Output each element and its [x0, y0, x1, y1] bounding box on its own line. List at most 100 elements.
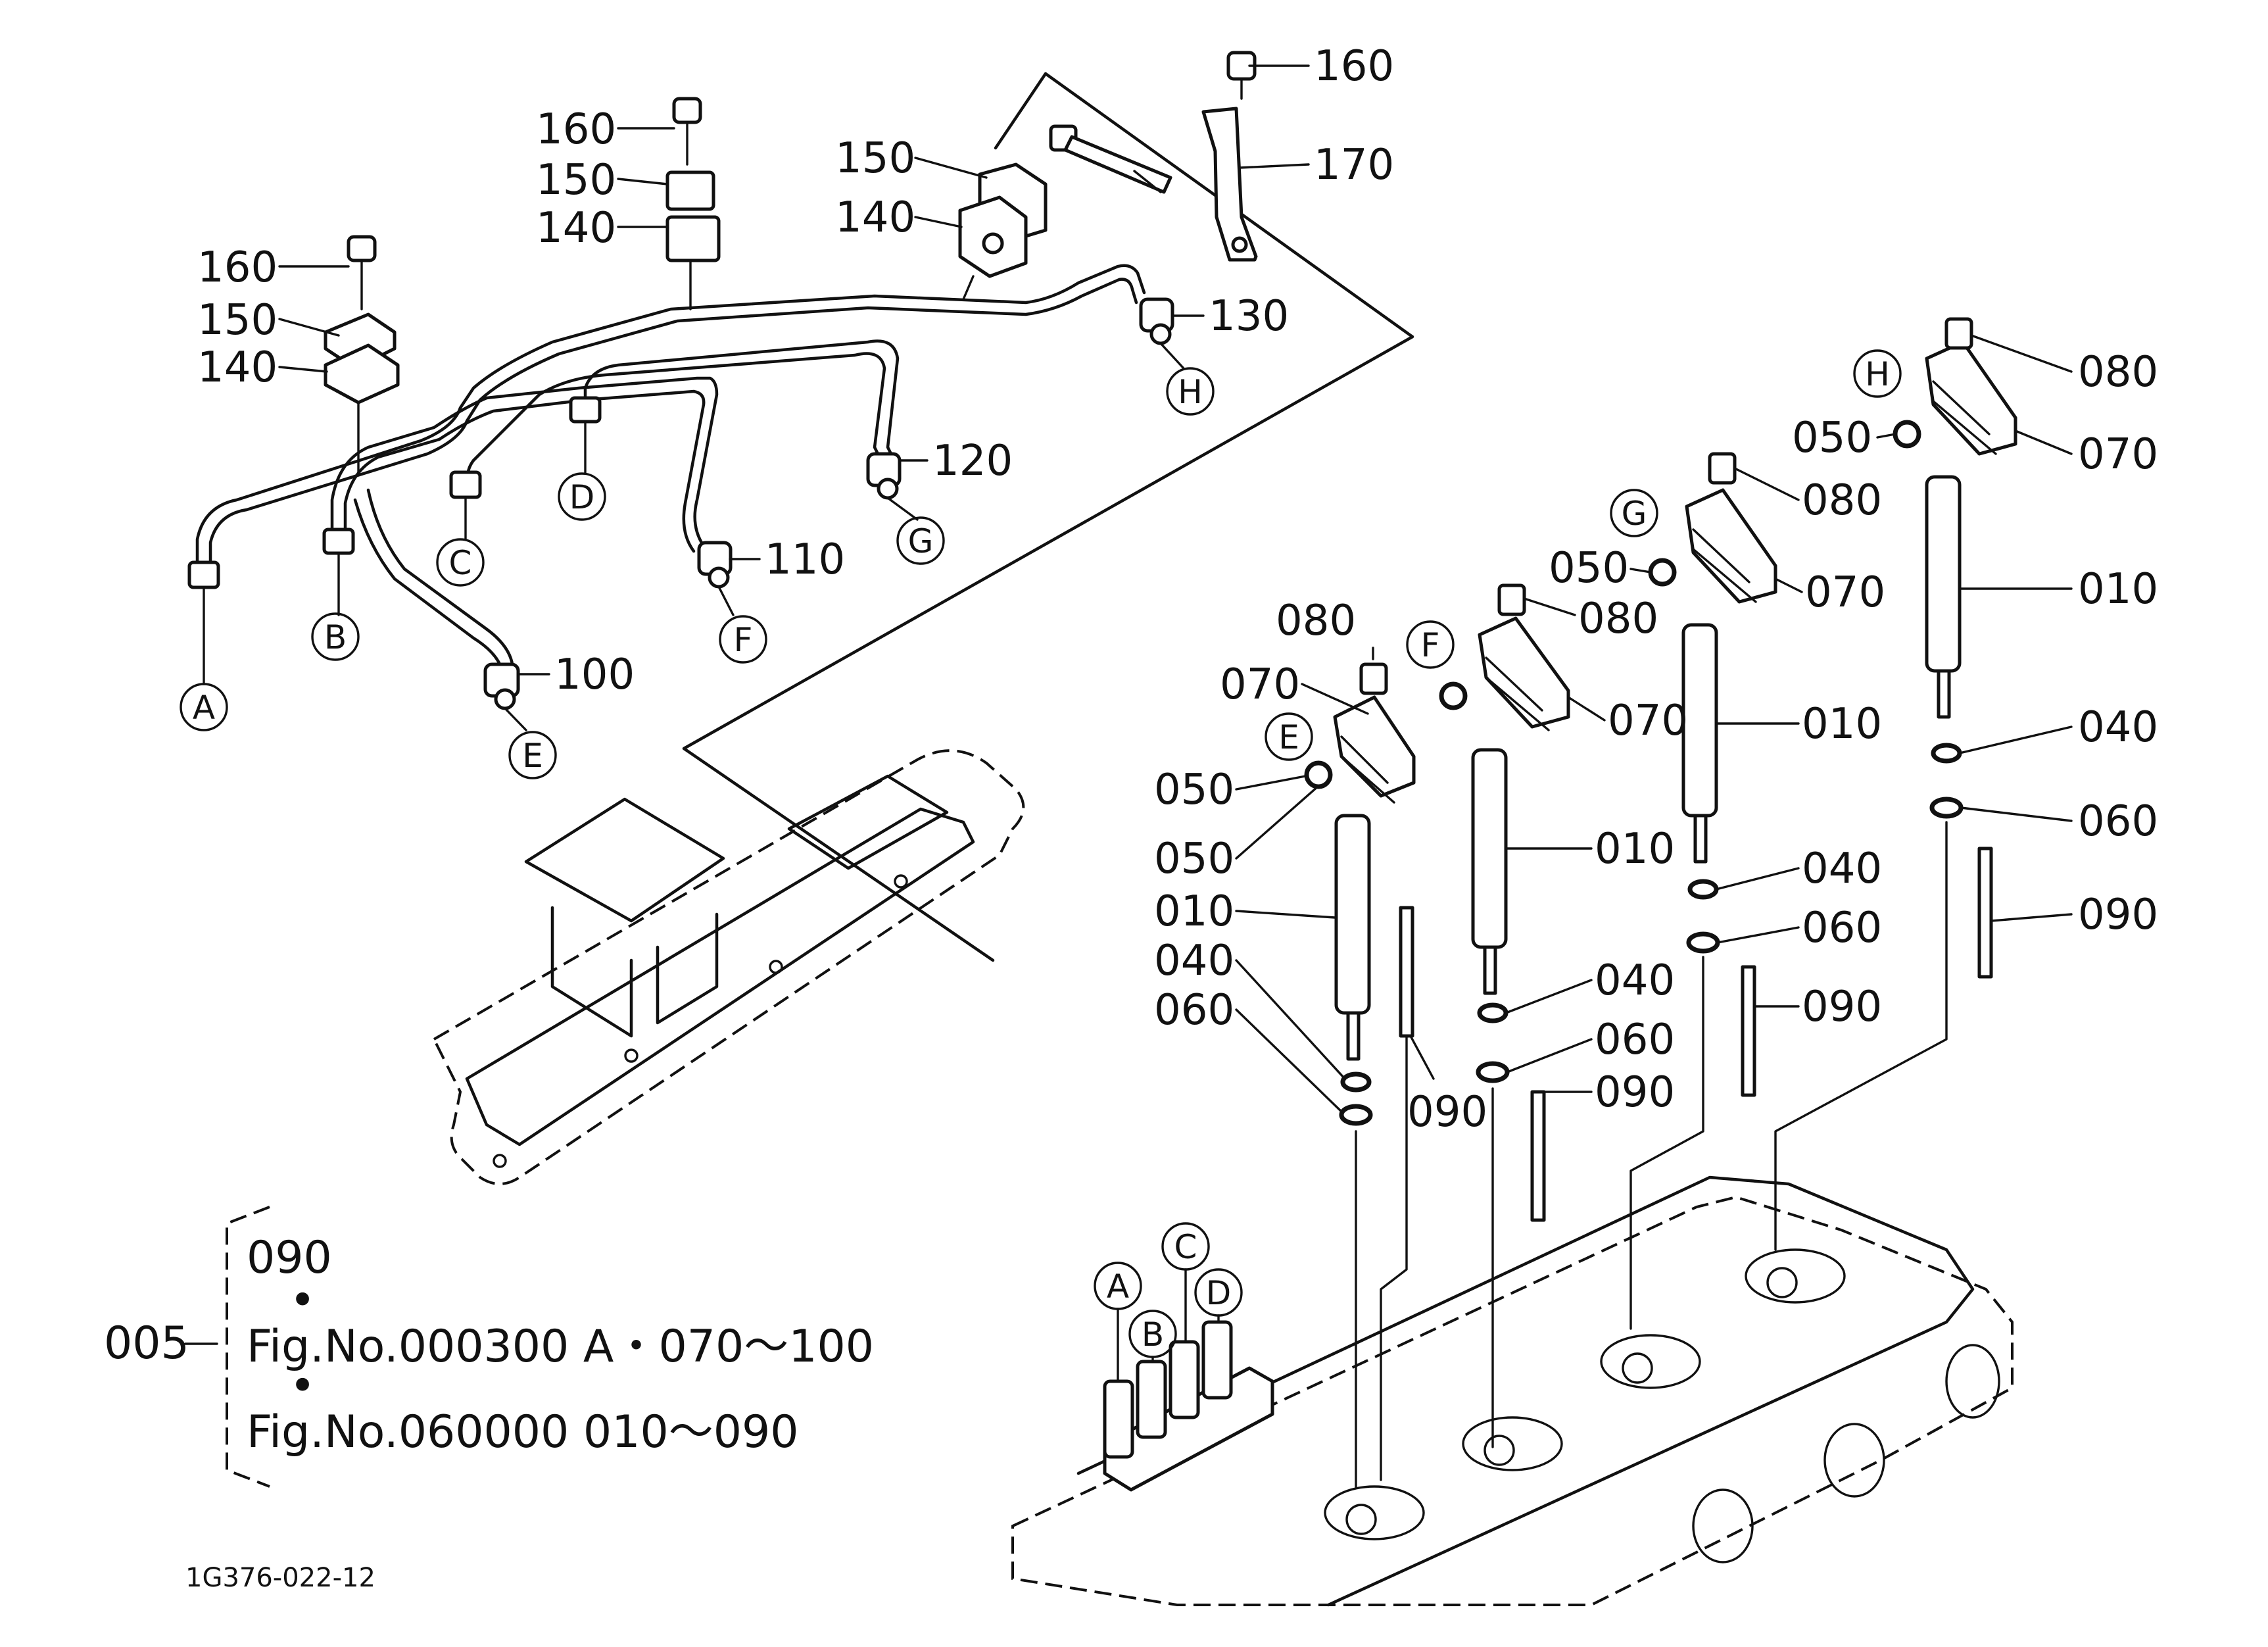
- callout-040-1: 040: [1154, 937, 1234, 985]
- glow-plug-c: [1169, 1340, 1200, 1419]
- callout-010-1: 010: [1154, 887, 1234, 936]
- clamp-140-c: [324, 343, 400, 405]
- glow-plug-block: [1103, 1366, 1274, 1492]
- leader-n070-2: [1567, 696, 1606, 722]
- callout-060-2: 060: [1595, 1016, 1675, 1064]
- callout-050-3: 050: [1549, 544, 1629, 593]
- connector-120-tip: [877, 478, 899, 500]
- callout-080-3: 080: [1802, 476, 1882, 525]
- callout-090-3: 090: [1802, 983, 1882, 1031]
- marker-c: C: [449, 544, 472, 582]
- seal-040-3: [1687, 879, 1719, 900]
- marker-f-circle: [719, 615, 767, 664]
- callout-140-b: 140: [536, 204, 616, 253]
- leader-frame-top: [682, 72, 1414, 962]
- nozzle-010-3: [1681, 623, 1718, 818]
- leader-h: [1159, 342, 1185, 370]
- marker-f2: F: [1421, 626, 1440, 664]
- nozzle-holder-plates-4: [1925, 340, 2017, 456]
- stud-090-2: [1530, 1090, 1546, 1222]
- connector-110-tip: [708, 566, 730, 589]
- callout-060-1: 060: [1154, 986, 1234, 1035]
- callout-150-b: 150: [536, 156, 616, 205]
- marker-h2-circle: [1853, 349, 1902, 398]
- manifold-outline: [432, 749, 1025, 1185]
- leader-n060-4: [1960, 806, 2073, 822]
- callout-090-2: 090: [1595, 1068, 1675, 1117]
- callout-170: 170: [1314, 141, 1394, 189]
- leader-e: [504, 707, 527, 731]
- pipe-line-8: [366, 488, 515, 673]
- head-bore-2: [1484, 1435, 1515, 1466]
- marker-a: A: [193, 689, 215, 727]
- leader-n050-3: [1629, 568, 1652, 574]
- nozzle-010-3-tip: [1693, 814, 1708, 864]
- callout-060-3: 060: [1802, 904, 1882, 952]
- manifold-bolt-4: [894, 874, 908, 889]
- fitting-a: [187, 560, 220, 589]
- marker-d-circle: [558, 472, 606, 521]
- leader-g: [886, 497, 919, 521]
- head-side-port-1: [1692, 1488, 1754, 1563]
- leader-n060-1: [1235, 1008, 1343, 1113]
- injector-1: [1304, 662, 1416, 1488]
- assembly-dot-1: •: [289, 1275, 316, 1327]
- intake-manifold: [432, 749, 1025, 1185]
- bolt-160-c: [347, 235, 377, 262]
- glow-plug-b: [1136, 1360, 1167, 1439]
- leader-140a: [914, 216, 963, 228]
- callout-150-a: 150: [835, 134, 915, 183]
- marker-c-circle: [436, 538, 485, 587]
- callout-060-4: 060: [2078, 797, 2158, 846]
- marker-f: F: [734, 621, 753, 659]
- leader-n080-4: [1970, 334, 2073, 373]
- washer-060-1: [1339, 1104, 1373, 1126]
- cylinder-head-outline: [1011, 1195, 2014, 1606]
- marker-h: H: [1178, 373, 1203, 411]
- seal-040-4: [1931, 743, 1962, 764]
- nozzle-010-4-tip: [1937, 669, 1951, 719]
- oring-050-2: [1439, 681, 1468, 710]
- bolt-160-b: [672, 97, 702, 124]
- nozzle-holder-plate-lines-4: [1932, 380, 1997, 455]
- injector-4-drop: [1774, 821, 1948, 1251]
- marker-g-circle: [896, 516, 945, 565]
- callout-040-3: 040: [1802, 845, 1882, 893]
- marker-h-circle: [1166, 367, 1215, 416]
- injectors: [1304, 317, 2017, 1488]
- callout-140-a: 140: [835, 193, 915, 242]
- pipe-line-2: [208, 278, 1138, 564]
- leader-n060-2: [1506, 1038, 1593, 1073]
- stud-090-1: [1399, 906, 1414, 1038]
- callout-160-c: 160: [197, 243, 277, 292]
- nozzle-holder-plate-lines-1: [1340, 735, 1395, 804]
- bolt-long-thread: [1133, 170, 1162, 193]
- injector-2: [1439, 583, 1570, 1448]
- bolt-long: [1063, 135, 1172, 194]
- marker-b-circle: [311, 612, 360, 661]
- assembly-line-1: 090: [247, 1232, 332, 1284]
- callout-090-4: 090: [2078, 891, 2158, 939]
- callout-010-4: 010: [2078, 565, 2158, 614]
- nozzle-holder-plate-lines-3: [1692, 528, 1757, 603]
- head-port-2: [1462, 1416, 1563, 1471]
- marker-b: B: [324, 618, 347, 656]
- head-side-port-3: [1945, 1344, 2000, 1419]
- nut-080-2: [1497, 583, 1526, 616]
- leader-n080-3: [1733, 467, 1800, 501]
- drawing-code: 1G376-022-12: [185, 1563, 375, 1593]
- pipe-line-7: [353, 498, 505, 676]
- leader-n090-1: [1409, 1035, 1435, 1080]
- manifold-inner: [465, 807, 975, 1146]
- manifold-flange: [787, 774, 949, 870]
- assembly-bracket: [226, 1206, 270, 1488]
- assembly-note: 005 090 • Fig.No.000300 A・070～100 • Fig.…: [104, 1206, 874, 1488]
- callout-070-3: 070: [1805, 568, 1885, 617]
- leader-n050-1a: [1235, 775, 1307, 791]
- fitting-d: [569, 396, 602, 424]
- nozzle-010-1-tip: [1346, 1011, 1361, 1061]
- leader-n080-2: [1523, 597, 1576, 616]
- clamp-150-b: [665, 170, 715, 211]
- leader-n060-3: [1716, 926, 1800, 944]
- callout-070-1: 070: [1220, 660, 1300, 709]
